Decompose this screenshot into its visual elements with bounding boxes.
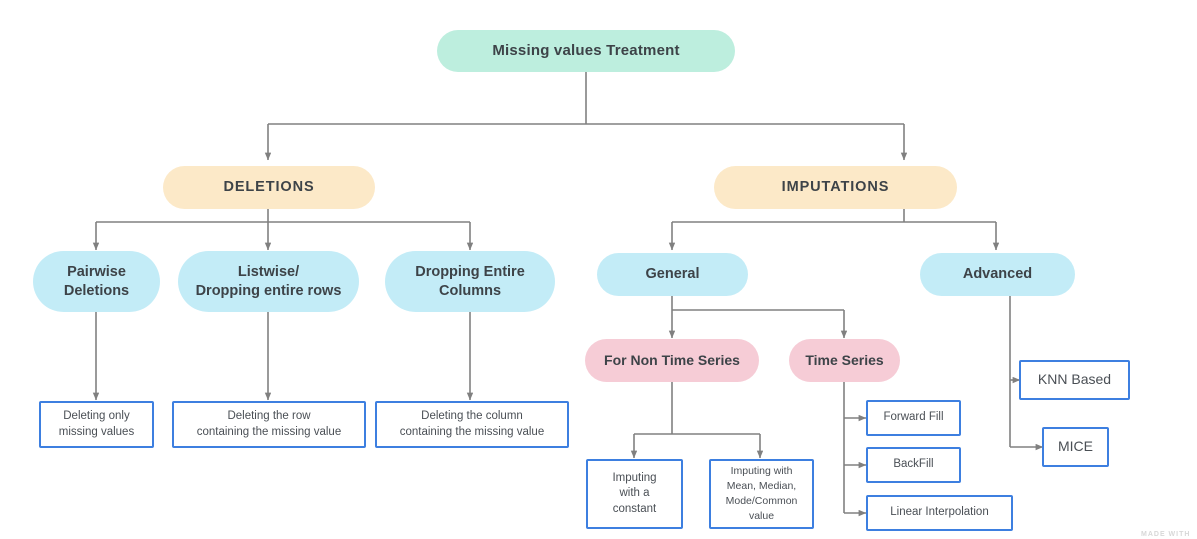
node-time-series[interactable]: Time Series <box>789 339 900 382</box>
leaf-imputing-with-a-constant[interactable]: Imputing with a constant <box>586 459 683 529</box>
leaf-deleting-the-column[interactable]: Deleting the column containing the missi… <box>375 401 569 448</box>
node-pairwise-deletions[interactable]: Pairwise Deletions <box>33 251 160 312</box>
leaf-deleting-only-missing-values[interactable]: Deleting only missing values <box>39 401 154 448</box>
node-listwise-dropping-rows[interactable]: Listwise/ Dropping entire rows <box>178 251 359 312</box>
watermark-label: MADE WITH <box>1141 531 1191 538</box>
leaf-mice[interactable]: MICE <box>1042 427 1109 467</box>
node-general[interactable]: General <box>597 253 748 296</box>
node-deletions[interactable]: DELETIONS <box>163 166 375 209</box>
node-imputations[interactable]: IMPUTATIONS <box>714 166 957 209</box>
node-for-non-time-series[interactable]: For Non Time Series <box>585 339 759 382</box>
leaf-backfill[interactable]: BackFill <box>866 447 961 483</box>
node-dropping-entire-columns[interactable]: Dropping Entire Columns <box>385 251 555 312</box>
leaf-forward-fill[interactable]: Forward Fill <box>866 400 961 436</box>
leaf-knn-based[interactable]: KNN Based <box>1019 360 1130 400</box>
leaf-imputing-with-mean-median-mode[interactable]: Imputing with Mean, Median, Mode/Common … <box>709 459 814 529</box>
node-missing-values-treatment[interactable]: Missing values Treatment <box>437 30 735 72</box>
leaf-deleting-the-row[interactable]: Deleting the row containing the missing … <box>172 401 366 448</box>
node-advanced[interactable]: Advanced <box>920 253 1075 296</box>
leaf-linear-interpolation[interactable]: Linear Interpolation <box>866 495 1013 531</box>
